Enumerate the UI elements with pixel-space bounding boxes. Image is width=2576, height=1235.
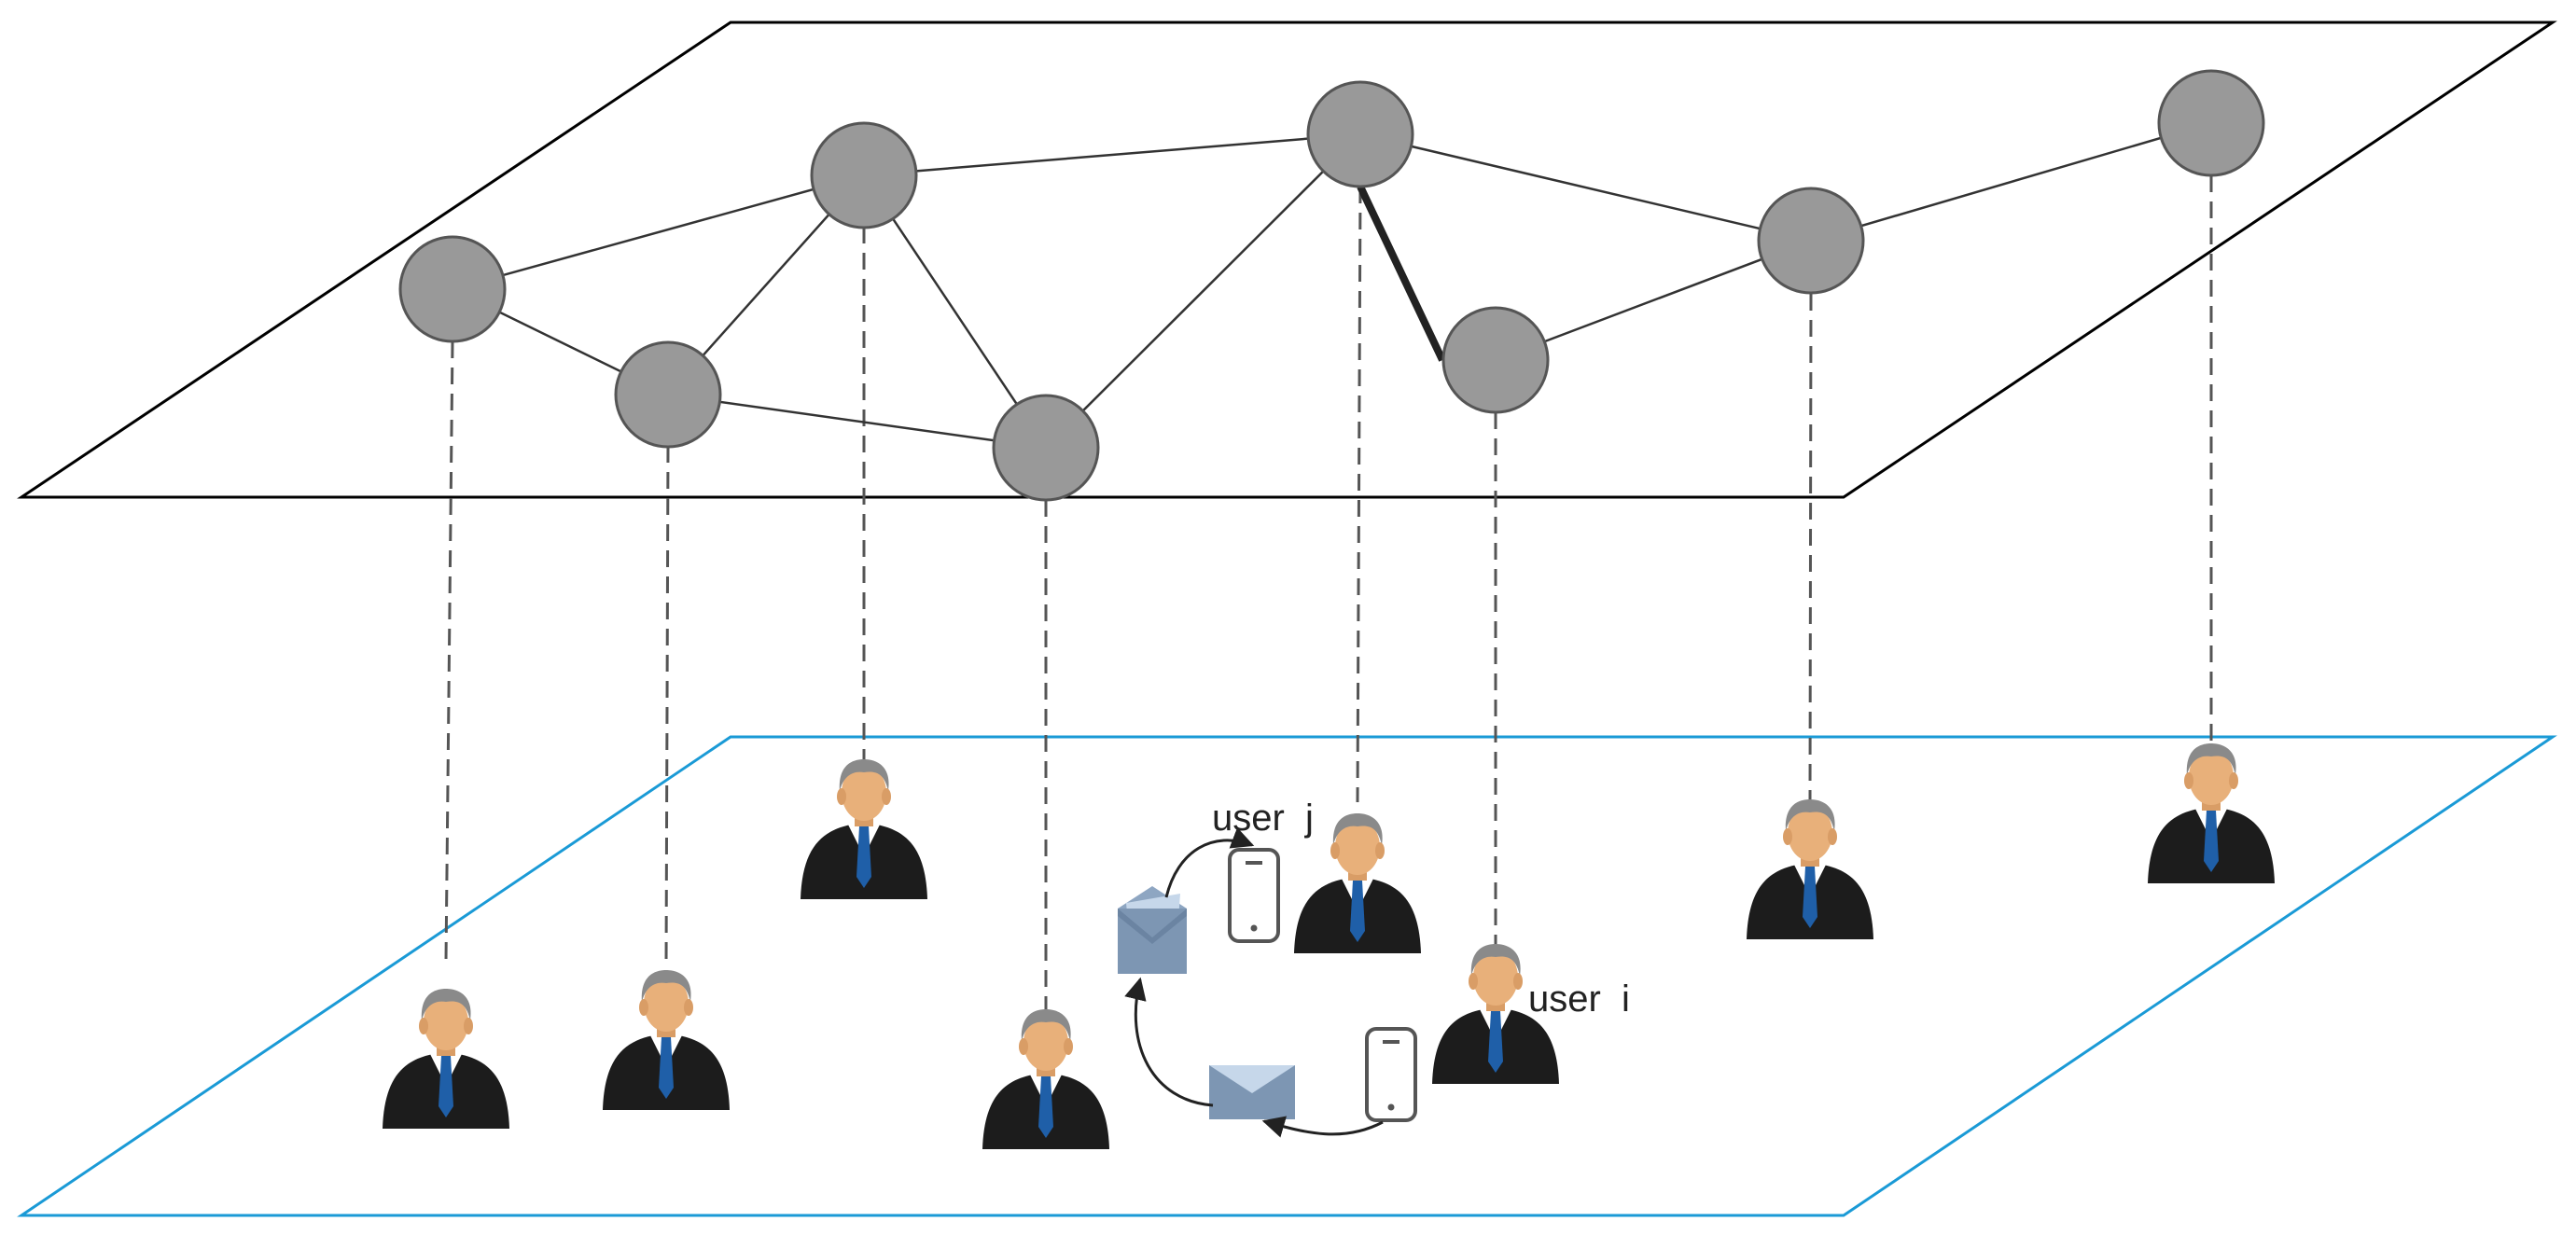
network-node <box>992 394 1100 502</box>
arrow-open-envelope-to-phone-j <box>1164 827 1255 898</box>
message-exchange <box>1118 827 1417 1138</box>
network-node <box>1306 80 1414 188</box>
edge-n3-n5 <box>863 132 1361 177</box>
edge-n6-n7 <box>1495 239 1812 362</box>
user-j-label: user j <box>1212 798 1314 839</box>
edge-n7-n8 <box>1810 121 2212 243</box>
businessman-icon <box>603 970 730 1110</box>
edge-n3-n4 <box>862 174 1048 449</box>
arrow-envelope-to-open-envelope <box>1124 977 1214 1107</box>
mapping-line <box>1356 186 1362 803</box>
mapping-line <box>664 445 670 966</box>
edge-n2-n4 <box>667 393 1047 450</box>
edge-n5-n6-strong <box>1357 185 1446 362</box>
businessman-icon <box>383 989 509 1129</box>
businessman-icon <box>2148 743 2275 883</box>
physical-world-plane <box>17 735 2557 1217</box>
mapping-lines <box>444 175 2213 1012</box>
smartphone-icon <box>1365 1027 1417 1122</box>
businessman-icon <box>801 759 927 899</box>
edge-n4-n5 <box>1045 133 1361 449</box>
network-edges <box>452 121 2212 450</box>
smartphone-icon <box>1228 848 1280 943</box>
network-node <box>398 235 507 343</box>
network-node <box>1441 306 1550 414</box>
mapping-line <box>1808 293 1813 803</box>
envelope-open-icon <box>1118 886 1187 974</box>
network-node <box>614 340 722 449</box>
arrow-phone-i-to-envelope <box>1261 1116 1384 1138</box>
edge-n5-n7 <box>1359 132 1812 243</box>
businessman-icon <box>982 1009 1109 1149</box>
mapping-line <box>444 340 454 962</box>
businessman-icon <box>1747 799 1873 939</box>
edge-n1-n3 <box>452 173 865 291</box>
envelope-closed-icon <box>1209 1065 1295 1119</box>
network-node <box>2157 69 2265 177</box>
user-i-label: user i <box>1528 978 1630 1020</box>
network-nodes <box>398 69 2265 502</box>
network-node <box>1757 187 1865 295</box>
network-node <box>810 121 918 229</box>
social-network-plane <box>17 21 2557 499</box>
